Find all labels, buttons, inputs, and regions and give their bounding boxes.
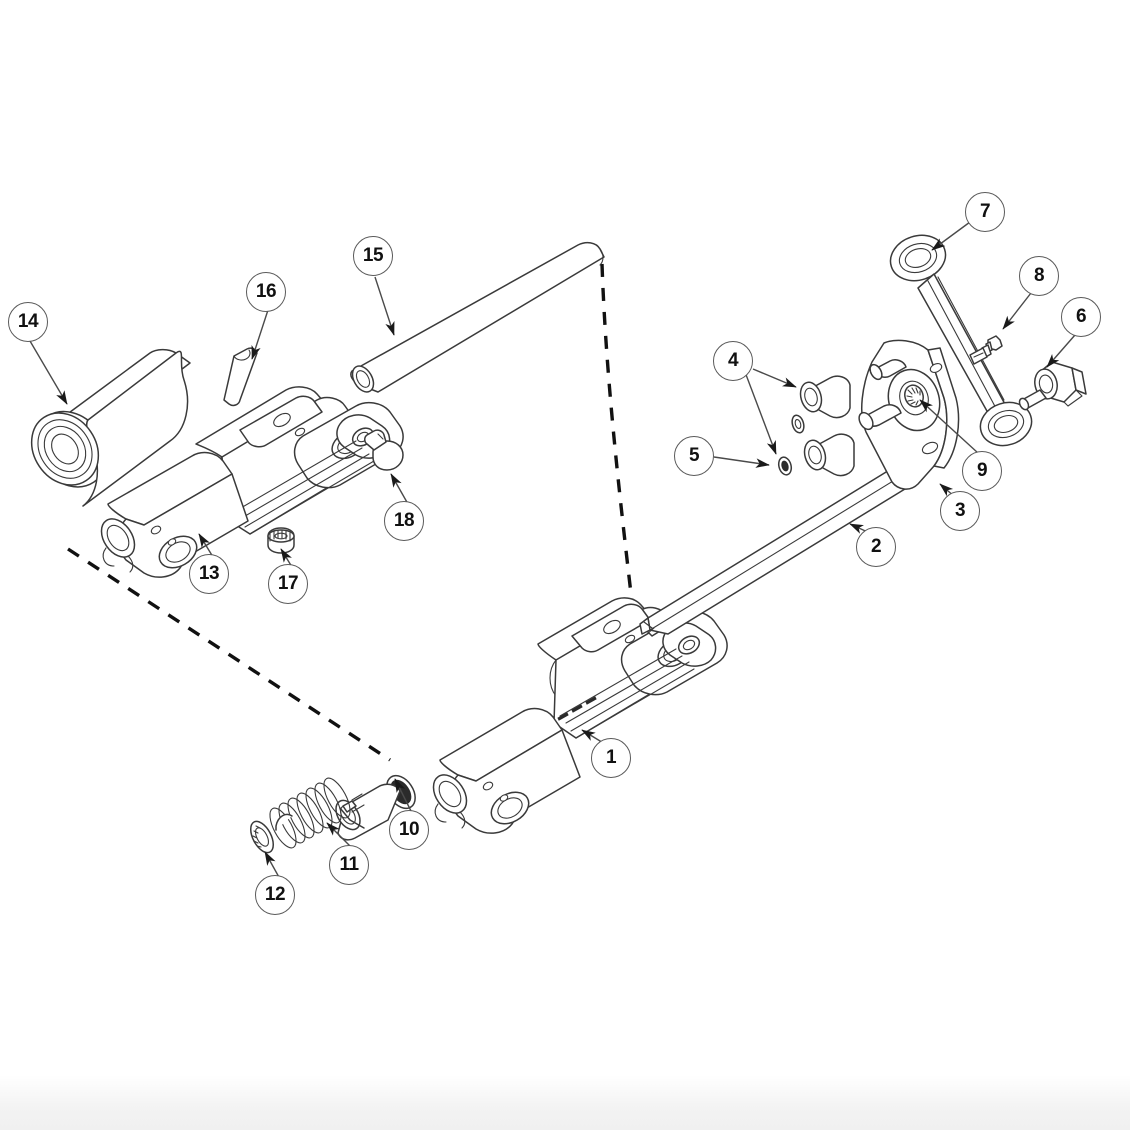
callout-13[interactable]: 13 bbox=[189, 554, 229, 594]
part-1-main-cylinder-body bbox=[386, 597, 728, 834]
callout-5[interactable]: 5 bbox=[674, 436, 714, 476]
assembly-reference-lines bbox=[67, 263, 637, 762]
callout-7[interactable]: 7 bbox=[965, 192, 1005, 232]
callout-18[interactable]: 18 bbox=[384, 501, 424, 541]
part-13-upper-cylinder-body bbox=[100, 386, 404, 578]
callout-11[interactable]: 11 bbox=[329, 845, 369, 885]
callout-9[interactable]: 9 bbox=[962, 451, 1002, 491]
part-5-seal-washers bbox=[777, 414, 805, 476]
part-7-connecting-link bbox=[889, 234, 1033, 447]
part-17-castellated-nut bbox=[267, 527, 295, 554]
part-8-grease-fitting bbox=[969, 335, 1003, 365]
callout-8[interactable]: 8 bbox=[1019, 256, 1059, 296]
part-18-grease-plug bbox=[364, 429, 404, 471]
callout-10[interactable]: 10 bbox=[389, 810, 429, 850]
callout-16[interactable]: 16 bbox=[246, 272, 286, 312]
part-4-bushings bbox=[799, 375, 855, 477]
callout-17[interactable]: 17 bbox=[268, 564, 308, 604]
callout-6[interactable]: 6 bbox=[1061, 297, 1101, 337]
part-15-hollow-tube bbox=[350, 241, 605, 393]
callout-14[interactable]: 14 bbox=[8, 302, 48, 342]
callout-2[interactable]: 2 bbox=[856, 527, 896, 567]
callout-1[interactable]: 1 bbox=[591, 738, 631, 778]
part-12-lock-washer bbox=[249, 820, 275, 854]
callout-12[interactable]: 12 bbox=[255, 875, 295, 915]
callout-15[interactable]: 15 bbox=[353, 236, 393, 276]
callout-4[interactable]: 4 bbox=[713, 341, 753, 381]
part-14-roller-bearing bbox=[30, 348, 191, 507]
callout-3[interactable]: 3 bbox=[940, 491, 980, 531]
part-16-dowel-pin bbox=[223, 347, 258, 407]
part-3-mounting-plate bbox=[858, 339, 960, 490]
part-6-hex-nut-stud bbox=[1018, 361, 1087, 411]
